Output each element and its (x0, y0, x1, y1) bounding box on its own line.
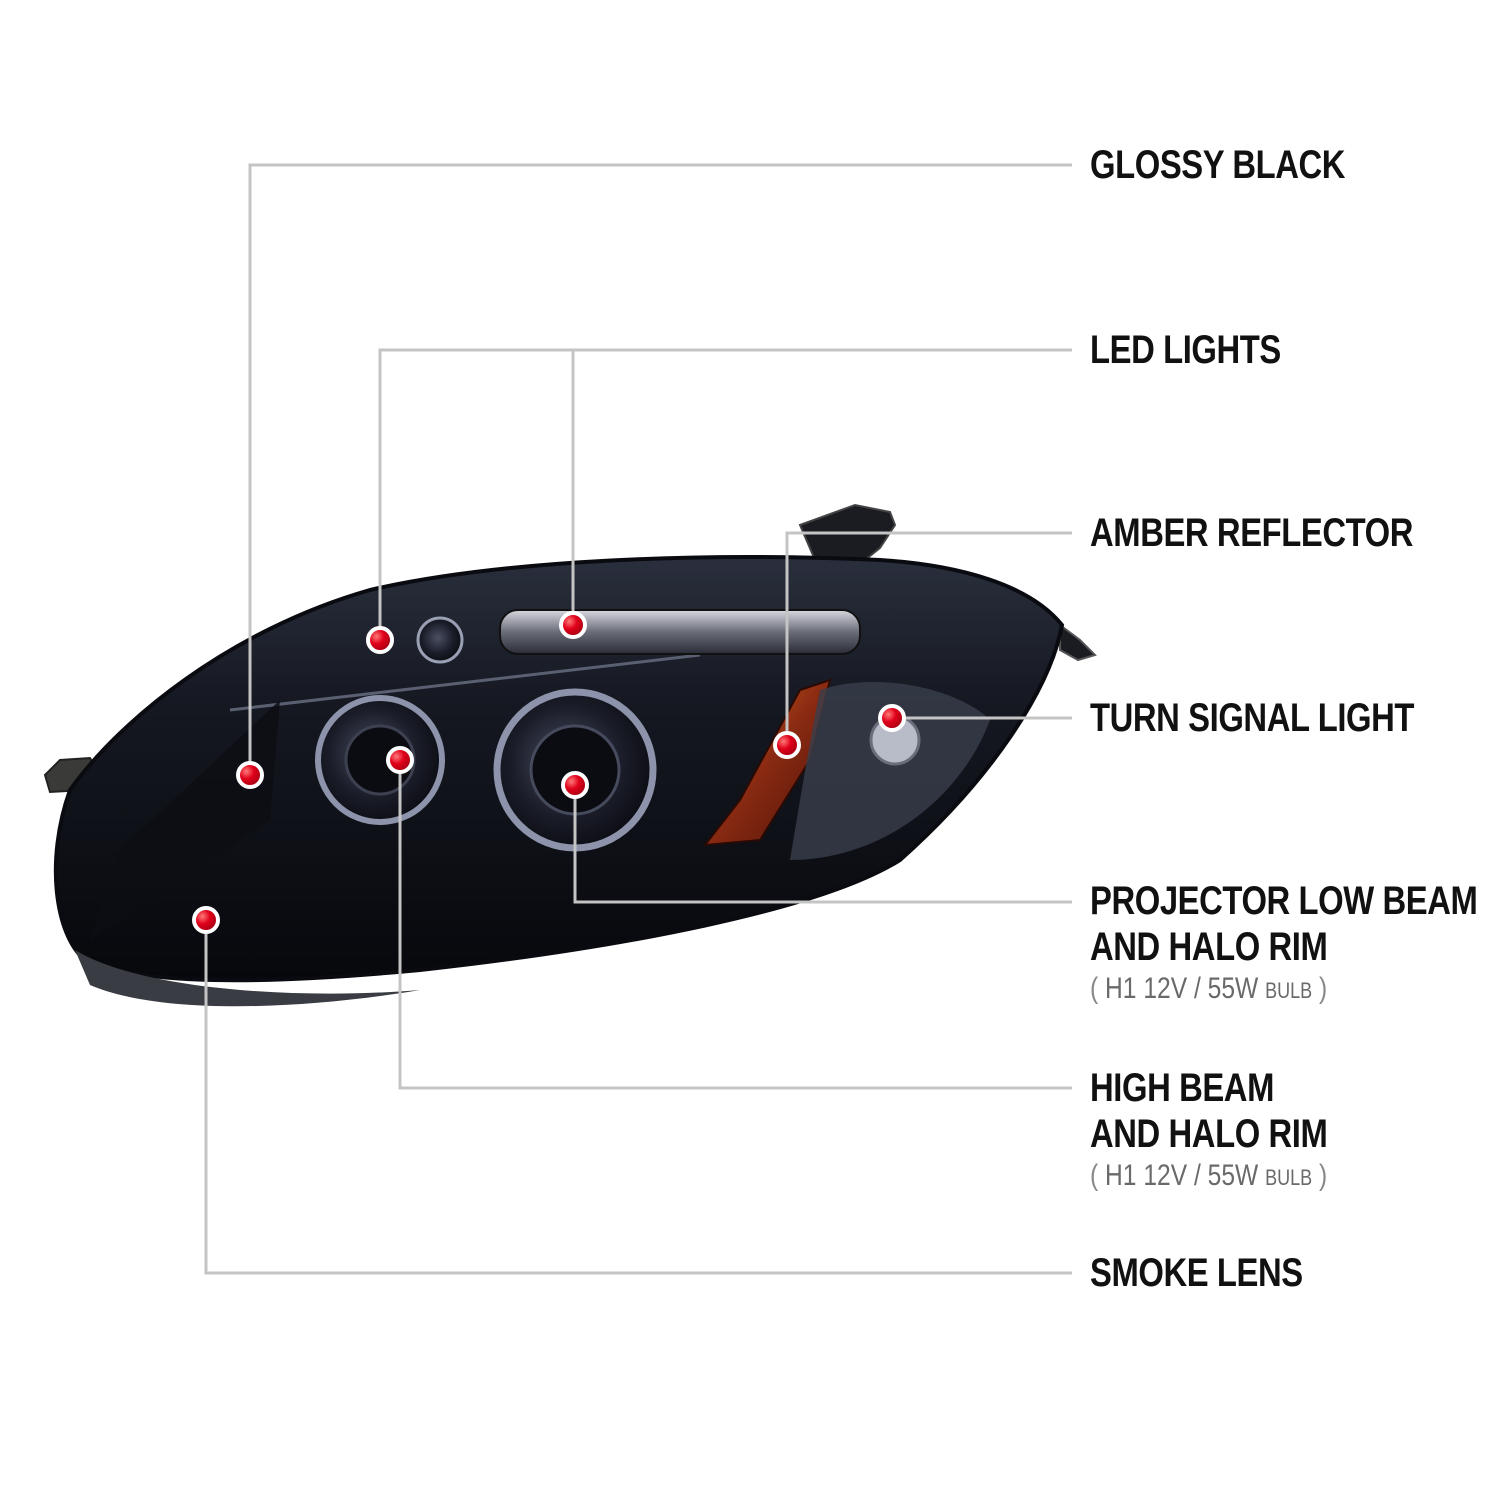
led-lights-leader (378, 348, 1072, 640)
marker-high-beam (386, 746, 414, 774)
spec-unit: BULB (1265, 1165, 1313, 1190)
marker-turn-signal (878, 704, 906, 732)
label-high-beam-line2: AND HALO RIM (1090, 1112, 1328, 1156)
label-turn-signal-light-text: TURN SIGNAL LIGHT (1090, 696, 1415, 740)
marker-projector-low-beam (561, 771, 589, 799)
leader-lines (204, 163, 1072, 1275)
label-amber-reflector-text: AMBER REFLECTOR (1090, 511, 1414, 555)
projector-low-beam-bulb-spec: ( H1 12V / 55W BULB ) (1090, 970, 1477, 1010)
turn-signal-housing (790, 681, 990, 860)
led-strip (499, 609, 861, 655)
projector-low-beam-leader (573, 785, 1072, 904)
label-glossy-black-text: GLOSSY BLACK (1090, 143, 1346, 187)
label-glossy-black: GLOSSY BLACK (1090, 142, 1345, 188)
spec-bulb-type: H1 (1105, 972, 1137, 1005)
headlight-assembly (43, 503, 1097, 1007)
marker-amber-reflector (773, 731, 801, 759)
label-projector-low-beam-line2: AND HALO RIM (1090, 925, 1328, 969)
spec-bulb-type: H1 (1105, 1159, 1137, 1192)
label-high-beam-line1: HIGH BEAM (1090, 1066, 1275, 1110)
lens-bezel-line (229, 653, 701, 712)
inner-shadow-panel (90, 700, 280, 940)
spec-voltage: 12V (1143, 1159, 1188, 1192)
smoke-lens-leader (204, 920, 1072, 1275)
marker-led-lights-2 (559, 611, 587, 639)
callout-markers (192, 611, 906, 934)
marker-smoke-lens (192, 906, 220, 934)
label-led-lights-text: LED LIGHTS (1090, 328, 1281, 372)
spec-separator: / (1193, 1159, 1201, 1192)
high-beam-leader (398, 760, 1072, 1090)
marker-glossy-black (236, 761, 264, 789)
spec-wattage: 55W (1207, 972, 1259, 1005)
marker-led-lights-1 (366, 626, 394, 654)
label-smoke-lens-text: SMOKE LENS (1090, 1251, 1303, 1295)
spec-open-paren: ( (1090, 1159, 1099, 1192)
label-projector-low-beam-line1: PROJECTOR LOW BEAM (1090, 879, 1478, 923)
label-smoke-lens: SMOKE LENS (1090, 1250, 1303, 1296)
label-turn-signal-light: TURN SIGNAL LIGHT (1090, 695, 1414, 741)
spec-voltage: 12V (1143, 972, 1188, 1005)
label-amber-reflector: AMBER REFLECTOR (1090, 510, 1413, 556)
spec-unit: BULB (1265, 978, 1313, 1003)
spec-close-paren: ) (1319, 972, 1328, 1005)
amber-reflector-leader (785, 531, 1072, 745)
spec-open-paren: ( (1090, 972, 1099, 1005)
glossy-black-leader (248, 163, 1072, 775)
small-led-lamp (416, 616, 464, 664)
mounting-tab-right (1059, 623, 1097, 662)
label-led-lights: LED LIGHTS (1090, 327, 1281, 373)
spec-separator: / (1193, 972, 1201, 1005)
spec-close-paren: ) (1319, 1159, 1328, 1192)
high-beam-bulb-spec: ( H1 12V / 55W BULB ) (1090, 1157, 1327, 1197)
label-projector-low-beam: PROJECTOR LOW BEAM AND HALO RIM ( H1 12V… (1090, 878, 1478, 1010)
lower-trim (75, 950, 420, 1007)
spec-wattage: 55W (1207, 1159, 1259, 1192)
label-high-beam: HIGH BEAM AND HALO RIM ( H1 12V / 55W BU… (1090, 1065, 1328, 1197)
